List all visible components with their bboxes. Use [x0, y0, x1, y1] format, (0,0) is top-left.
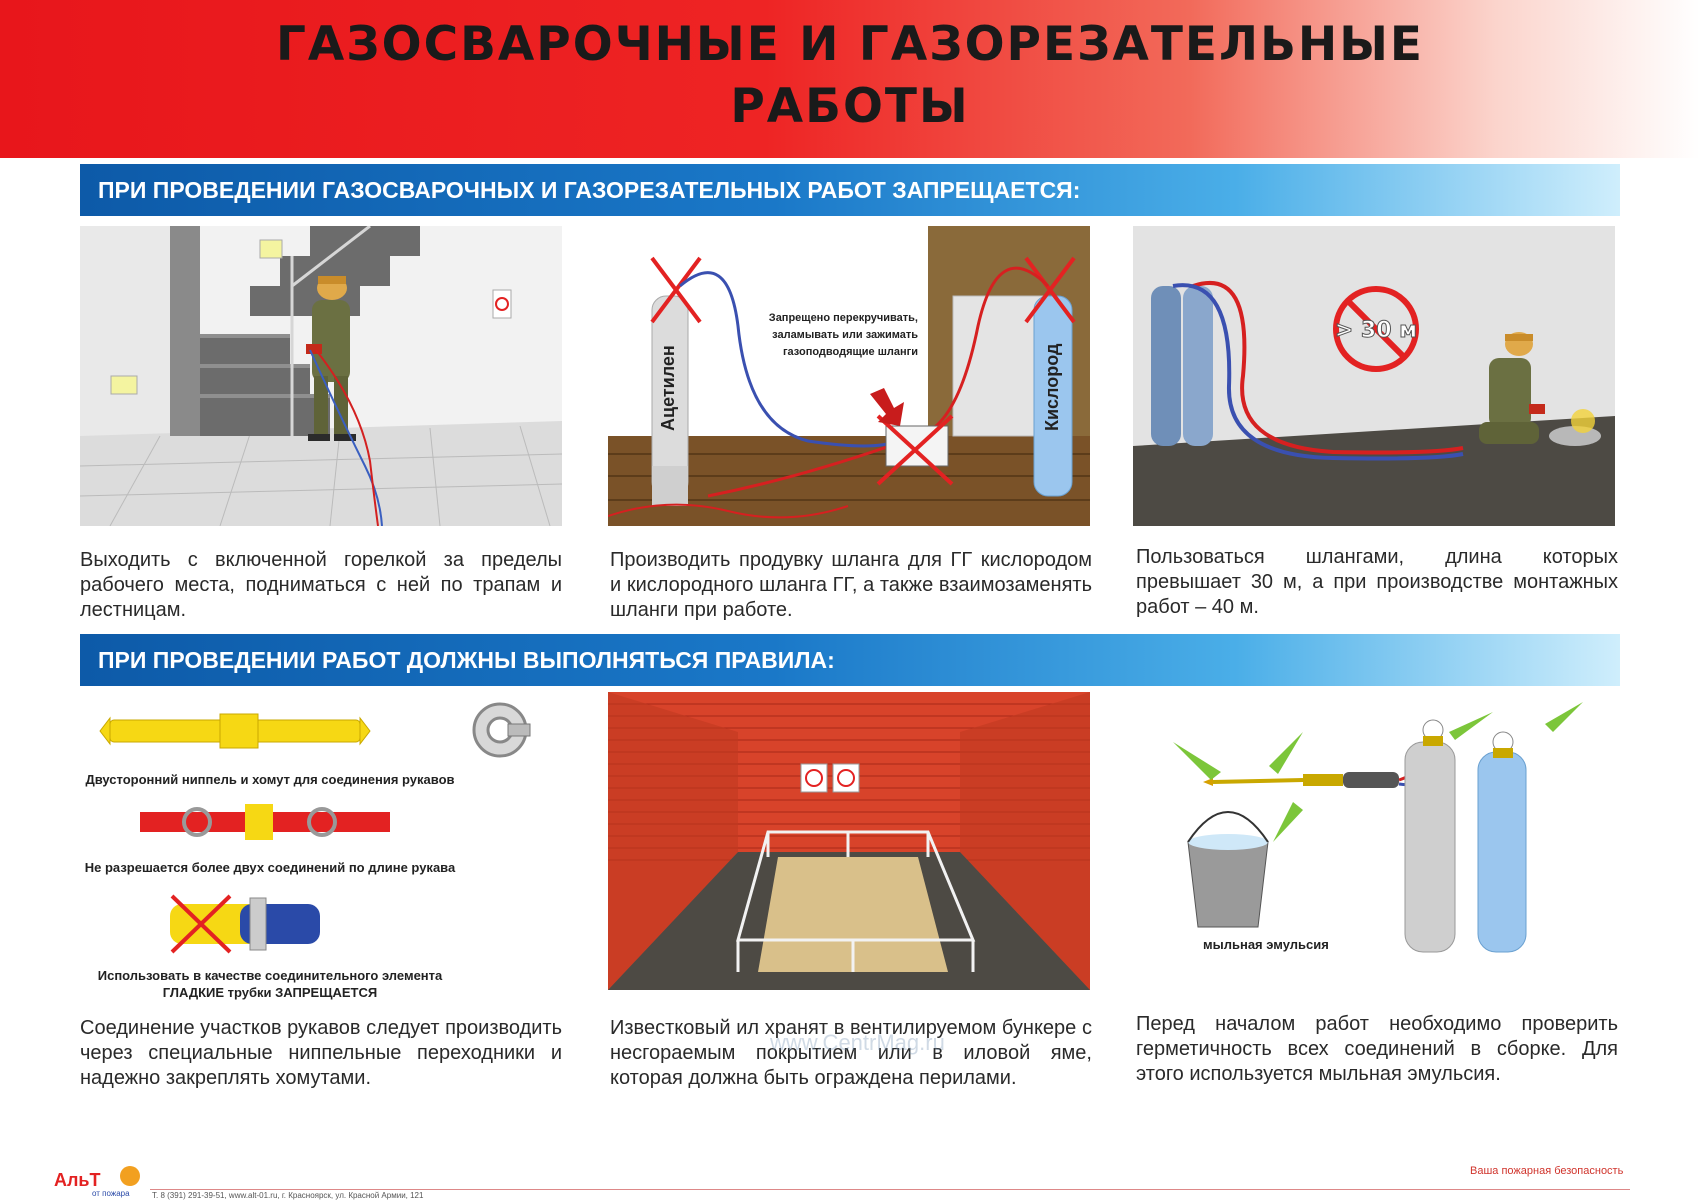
footer-divider: [150, 1189, 1630, 1190]
title-line-1: ГАЗОСВАРОЧНЫЕ И ГАЗОРЕЗАТЕЛЬНЫЕ: [275, 17, 1425, 72]
illustration-staircase-worker: [80, 226, 562, 526]
length-limit-sign: > 30 м: [1335, 318, 1417, 343]
rule-text-hose-length: Пользоваться шлангами, длина которых пре…: [1136, 546, 1618, 618]
hose-warning-line-1: Запрещено перекручивать,: [769, 312, 918, 324]
title-line-2: РАБОТЫ: [730, 79, 970, 134]
slogan: Ваша пожарная безопасность: [1470, 1165, 1624, 1177]
illustration-leak-check: мыльная эмульсия: [1133, 692, 1615, 990]
logo-sub: от пожара: [92, 1189, 130, 1198]
acetylene-label: Ацетилен: [658, 345, 678, 431]
publisher-logo: АльТ от пожара: [54, 1166, 140, 1198]
publisher-contact: Т. 8 (391) 291-39-51, www.alt-01.ru, г. …: [152, 1191, 424, 1200]
illustration-hose-swapping: Ацетилен Кислород Запрещено перекручиват…: [608, 226, 1090, 526]
illustration-hose-connectors: Двусторонний ниппель и хомут для соедине…: [80, 700, 560, 1000]
rule-text-connectors: Соединение участков рукавов следует прои…: [80, 1017, 562, 1089]
soap-emulsion-label: мыльная эмульсия: [1203, 937, 1329, 952]
caption-nipple-clamp: Двусторонний ниппель и хомут для соедине…: [85, 772, 454, 787]
caption-smooth-tubes-1: Использовать в качестве соединительного …: [98, 968, 443, 983]
poster-title: ГАЗОСВАРОЧНЫЕ И ГАЗОРЕЗАТЕЛЬНЫЕ РАБОТЫ: [0, 14, 1700, 138]
illustration-lime-bunker: [608, 692, 1090, 990]
section-prohibited-heading: ПРИ ПРОВЕДЕНИИ ГАЗОСВАРОЧНЫХ И ГАЗОРЕЗАТ…: [80, 164, 1620, 216]
rule-text-hose-purge: Производить продувку шланга для ГГ кисло…: [610, 549, 1092, 621]
hose-warning-line-3: газоподводящие шланги: [783, 346, 918, 358]
rule-text-torch: Выходить с включенной горелкой за предел…: [80, 549, 562, 621]
illustration-hose-length: > 30 м: [1133, 226, 1615, 526]
rule-text-leak-check: Перед началом работ необходимо проверить…: [1136, 1013, 1618, 1085]
oxygen-label: Кислород: [1042, 343, 1062, 431]
header-banner: [0, 0, 1700, 158]
watermark: www.CentrMag.ru: [770, 1030, 945, 1055]
caption-smooth-tubes-2: ГЛАДКИЕ трубки ЗАПРЕЩАЕТСЯ: [163, 985, 377, 1000]
section-rules-heading: ПРИ ПРОВЕДЕНИИ РАБОТ ДОЛЖНЫ ВЫПОЛНЯТЬСЯ …: [80, 634, 1620, 686]
logo-text: АльТ: [54, 1170, 101, 1190]
hose-warning-line-2: заламывать или зажимать: [772, 329, 918, 341]
rule-text-bunker: Известковый ил хранят в вентилируемом бу…: [610, 1017, 1092, 1089]
caption-max-connections: Не разрешается более двух соединений по …: [85, 860, 456, 875]
